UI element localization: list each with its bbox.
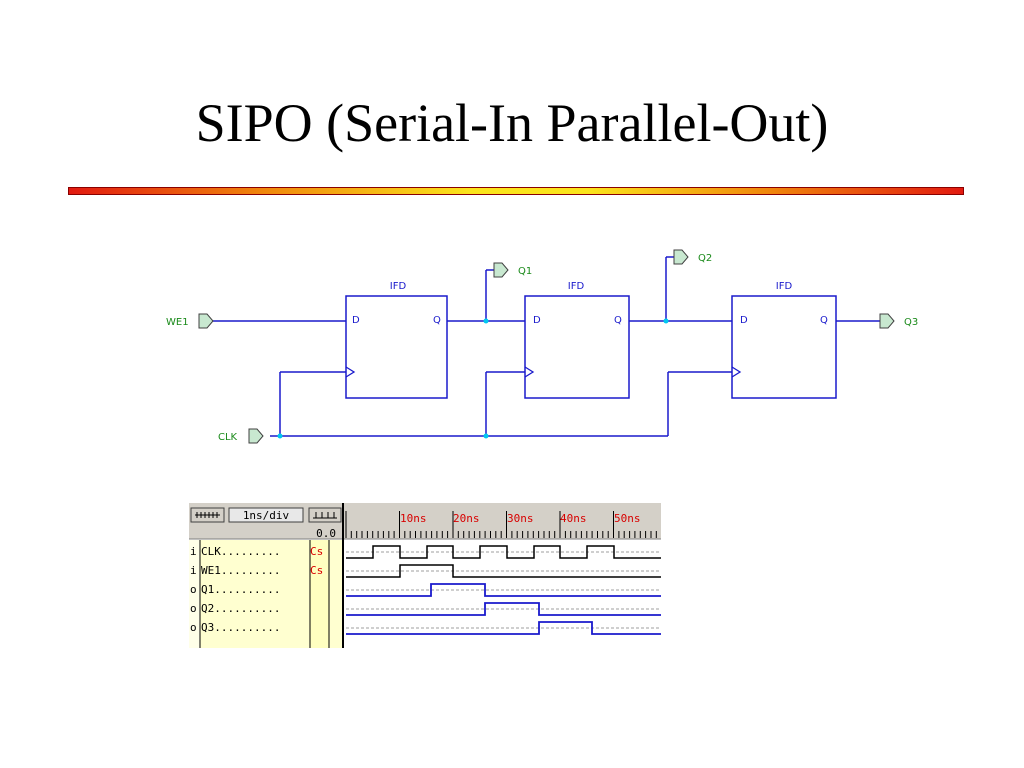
clock-pin-icon (345, 366, 356, 378)
ff-d-pin: D (352, 315, 360, 326)
port-q2: Q2 (673, 249, 712, 265)
signal-row-clk[interactable]: i CLK......... Cs (190, 545, 323, 558)
wave-clk (346, 545, 661, 559)
wave-q1 (346, 583, 661, 597)
ff-q-pin: Q (433, 315, 441, 326)
ruler-icon (195, 512, 220, 518)
stimulus-label: Cs (310, 545, 323, 558)
ff-type-label: IFD (568, 281, 585, 292)
port-label: Q1 (518, 266, 532, 277)
ff-d-pin: D (740, 315, 748, 326)
title-divider (68, 187, 964, 195)
ff-q-pin: Q (820, 315, 828, 326)
wave-we1 (346, 564, 661, 578)
input-port-icon (248, 428, 264, 444)
time-ruler: 10ns 20ns 30ns 40ns 50ns (345, 511, 657, 538)
flipflop-3: IFD D Q (731, 281, 837, 399)
ruler-icon (313, 512, 337, 519)
signal-direction: o (190, 583, 197, 596)
time-mark: 20ns (453, 512, 480, 525)
signal-name: CLK......... (201, 545, 280, 558)
clock-pin-icon (524, 366, 535, 378)
zoom-in-button[interactable] (308, 507, 342, 523)
flipflop-2: IFD D Q (524, 281, 630, 399)
slide-title: SIPO (Serial-In Parallel-Out) (195, 93, 829, 153)
output-port-icon (493, 262, 509, 278)
signal-direction: i (190, 545, 197, 558)
signal-name: Q1.......... (201, 583, 280, 596)
zoom-scale-label: 1ns/div (243, 509, 290, 522)
stimulus-column (310, 540, 329, 648)
signal-direction: o (190, 602, 197, 615)
cursor-value: 0.0 (316, 527, 336, 540)
clock-pin-icon (731, 366, 742, 378)
output-port-icon (673, 249, 689, 265)
port-label: WE1 (166, 317, 189, 328)
stimulus-label: Cs (310, 564, 323, 577)
signal-row-q3[interactable]: o Q3.......... (190, 621, 280, 634)
signal-name: Q2.......... (201, 602, 280, 615)
input-port-icon (198, 313, 214, 329)
wave-q3 (346, 621, 661, 635)
ff-type-label: IFD (776, 281, 793, 292)
flipflop-1: IFD D Q (345, 281, 448, 399)
signal-direction: i (190, 564, 197, 577)
port-clk: CLK (218, 428, 264, 444)
zoom-scale-field[interactable]: 1ns/div (228, 507, 304, 523)
signal-row-q1[interactable]: o Q1.......... (190, 583, 280, 596)
time-mark: 40ns (560, 512, 587, 525)
port-label: CLK (218, 432, 238, 443)
port-q3: Q3 (879, 313, 918, 329)
time-mark: 10ns (400, 512, 427, 525)
wires (212, 256, 880, 437)
waveform-viewer: 1ns/div 0.0 10ns 20ns 30ns 40ns 50ns i C… (189, 503, 661, 648)
port-label: Q2 (698, 253, 712, 264)
signal-row-we1[interactable]: i WE1......... Cs (190, 564, 323, 577)
ff-d-pin: D (533, 315, 541, 326)
port-label: Q3 (904, 317, 918, 328)
port-we1: WE1 (166, 313, 214, 329)
signal-row-q2[interactable]: o Q2.......... (190, 602, 280, 615)
ff-q-pin: Q (614, 315, 622, 326)
signal-name: WE1......... (201, 564, 280, 577)
wave-q2 (346, 602, 661, 616)
junction-nodes (277, 318, 669, 439)
waveform-canvas: 1ns/div 0.0 10ns 20ns 30ns 40ns 50ns i C… (189, 503, 661, 648)
waveform-traces (346, 545, 661, 635)
time-mark: 50ns (614, 512, 641, 525)
signal-direction: o (190, 621, 197, 634)
ff-type-label: IFD (390, 281, 407, 292)
sipo-schematic: IFD D Q IFD D Q IFD D Q WE1 CLK Q1 Q2 (166, 249, 918, 444)
time-mark: 30ns (507, 512, 534, 525)
signal-name: Q3.......... (201, 621, 280, 634)
port-q1: Q1 (493, 262, 532, 278)
zoom-out-button[interactable] (190, 507, 225, 523)
output-port-icon (879, 313, 895, 329)
